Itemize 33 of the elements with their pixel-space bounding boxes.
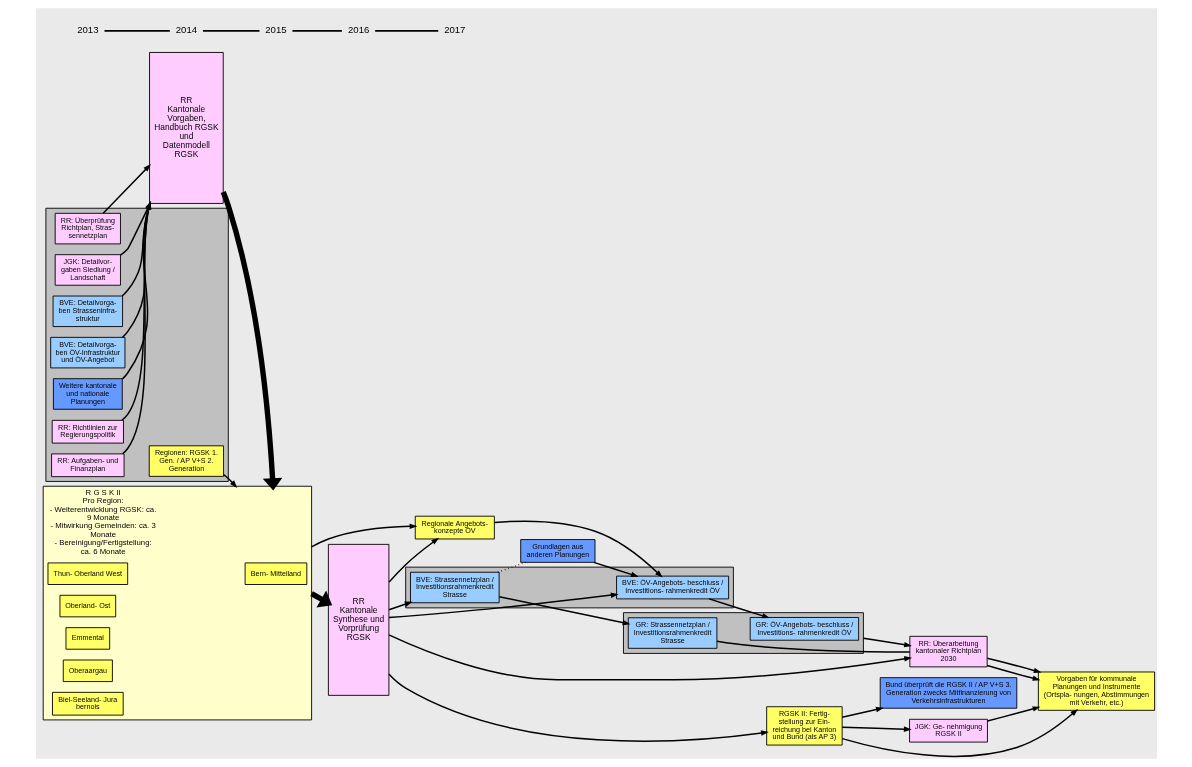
label: 2014 bbox=[175, 24, 197, 36]
arrow bbox=[493, 520, 663, 578]
arrow bbox=[708, 598, 770, 619]
node-box: RR Kantonale Synthese und Vorprüfung RGSK bbox=[327, 543, 389, 696]
arrow bbox=[841, 708, 1078, 758]
arrow bbox=[119, 201, 151, 256]
label: 2016 bbox=[347, 24, 369, 36]
arrow bbox=[387, 537, 439, 583]
label: 2013 bbox=[76, 24, 98, 36]
connector bbox=[715, 640, 910, 653]
arrow bbox=[986, 657, 1042, 674]
arrow bbox=[121, 201, 151, 339]
node-box: RR Kantonale Vorgaben, Handbuch RGSK und Datenmodell RGSK bbox=[148, 52, 224, 204]
connector bbox=[496, 561, 526, 573]
arrow bbox=[310, 523, 417, 548]
arrow bbox=[121, 201, 151, 455]
label: 2015 bbox=[264, 24, 287, 36]
arrow bbox=[120, 201, 151, 421]
arrow bbox=[387, 601, 413, 611]
arrow bbox=[387, 592, 619, 619]
label: 2017 bbox=[443, 24, 465, 36]
arrow bbox=[986, 664, 1040, 681]
arrow bbox=[862, 637, 912, 648]
arrow bbox=[121, 201, 151, 380]
arrow bbox=[387, 673, 769, 742]
arrow bbox=[840, 726, 912, 732]
arrow bbox=[387, 634, 912, 681]
arrow bbox=[120, 201, 151, 297]
arrow bbox=[498, 595, 630, 626]
arrow bbox=[840, 706, 884, 719]
arrow bbox=[101, 163, 151, 215]
arrow bbox=[986, 706, 1040, 722]
arrow bbox=[592, 561, 639, 577]
